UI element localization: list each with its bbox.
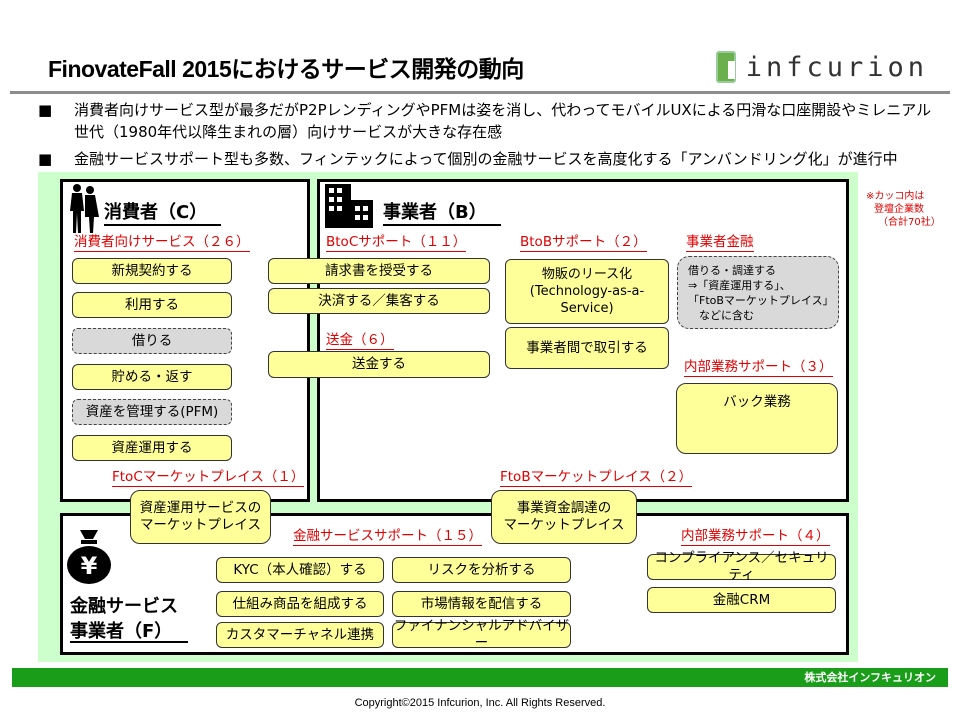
consumer-item: 借りる: [72, 328, 232, 354]
internal-support-f-item: 金融CRM: [647, 587, 836, 613]
btoc-category: BtoCサポート（１１）: [326, 234, 467, 252]
ftoc-item: 資産運用サービスの マーケットプレイス: [130, 490, 271, 544]
business-finance-category: 事業者金融: [686, 234, 754, 252]
page-title: FinovateFall 2015におけるサービス開発の動向: [48, 56, 524, 82]
title-divider: [10, 91, 950, 94]
financial-support-item: リスクを分析する: [392, 557, 571, 583]
internal-support-f-category: 内部業務サポート（４）: [681, 528, 830, 546]
bullet-text: 消費者向けサービス型が最多だがP2PレンディングやPFMは姿を消し、代わってモバ…: [74, 101, 932, 141]
svg-text:¥: ¥: [81, 552, 98, 580]
remit-item: 送金する: [268, 351, 490, 378]
bullet-2: ■ 金融サービスサポート型も多数、フィンテックによって個別の金融サービスを高度化す…: [38, 148, 938, 170]
business-finance-note: 借りる・調達する ⇒「資産運用する」、 「FtoBマーケットプレイス」 などに含…: [677, 256, 839, 329]
btoc-item: 決済する／集客する: [268, 288, 490, 314]
building-icon: [325, 184, 373, 228]
consumer-item: 資産運用する: [72, 435, 232, 461]
financial-heading-underline: [70, 641, 188, 643]
bullet-marker: ■: [38, 101, 53, 119]
copyright: Copyright©2015 Infcurion, Inc. All Right…: [354, 697, 606, 709]
consumer-heading: 消費者（C）: [104, 198, 222, 226]
ftob-category: FtoBマーケットプレイス（２）: [500, 469, 693, 487]
financial-support-item: ファイナンシャルアドバイザー: [392, 618, 571, 651]
ftoc-category: FtoCマーケットプレイス（１）: [112, 469, 305, 487]
consumer-item: 資産を管理する(PFM): [72, 399, 232, 425]
internal-support-b-item: バック業務: [676, 383, 838, 454]
remit-category: 送金（６）: [326, 332, 394, 350]
bullet-text: 金融サービスサポート型も多数、フィンテックによって個別の金融サービスを高度化する…: [74, 150, 898, 168]
count-note: ※カッコ内は登壇企業数（合計70社）: [866, 191, 941, 228]
consumer-item: 新規契約する: [72, 258, 232, 284]
business-heading: 事業者（B）: [383, 198, 501, 226]
financial-support-item: 仕組み商品を組成する: [216, 591, 384, 617]
btob-category: BtoBサポート（２）: [520, 234, 647, 252]
btoc-item: 請求書を授受する: [268, 258, 490, 284]
bullet-marker: ■: [38, 150, 53, 168]
internal-support-f-item: コンプライアンス／セキュリティ: [647, 550, 836, 583]
internal-support-b-category: 内部業務サポート（３）: [684, 359, 833, 377]
bullet-1: ■ 消費者向けサービス型が最多だがP2PレンディングやPFMは姿を消し、代わってモ…: [38, 99, 938, 143]
footer-bar: 株式会社インフキュリオン: [12, 668, 948, 687]
btob-item: 物販のリース化 (Technology-as-a-Service): [505, 259, 669, 324]
infcurion-logo: infcurion: [716, 50, 928, 84]
consumer-category: 消費者向けサービス（２６）: [74, 234, 250, 252]
logo-text: infcurion: [745, 51, 928, 83]
people-icon: [70, 184, 99, 233]
logo-mark-icon: [716, 51, 736, 83]
btob-item: 事業者間で取引する: [505, 327, 669, 369]
financial-support-item: 市場情報を配信する: [392, 591, 571, 617]
ftob-item: 事業資金調達の マーケットプレイス: [491, 490, 637, 544]
financial-heading: 金融サービス 事業者（F）: [70, 596, 178, 642]
yen-money-bag-icon: ¥: [67, 530, 111, 584]
consumer-item: 利用する: [72, 292, 232, 318]
financial-support-category: 金融サービスサポート（１５）: [293, 528, 482, 546]
financial-support-item: KYC（本人確認）する: [216, 557, 384, 583]
consumer-item: 貯める・返す: [72, 364, 232, 390]
financial-support-item: カスタマーチャネル連携: [216, 622, 384, 648]
